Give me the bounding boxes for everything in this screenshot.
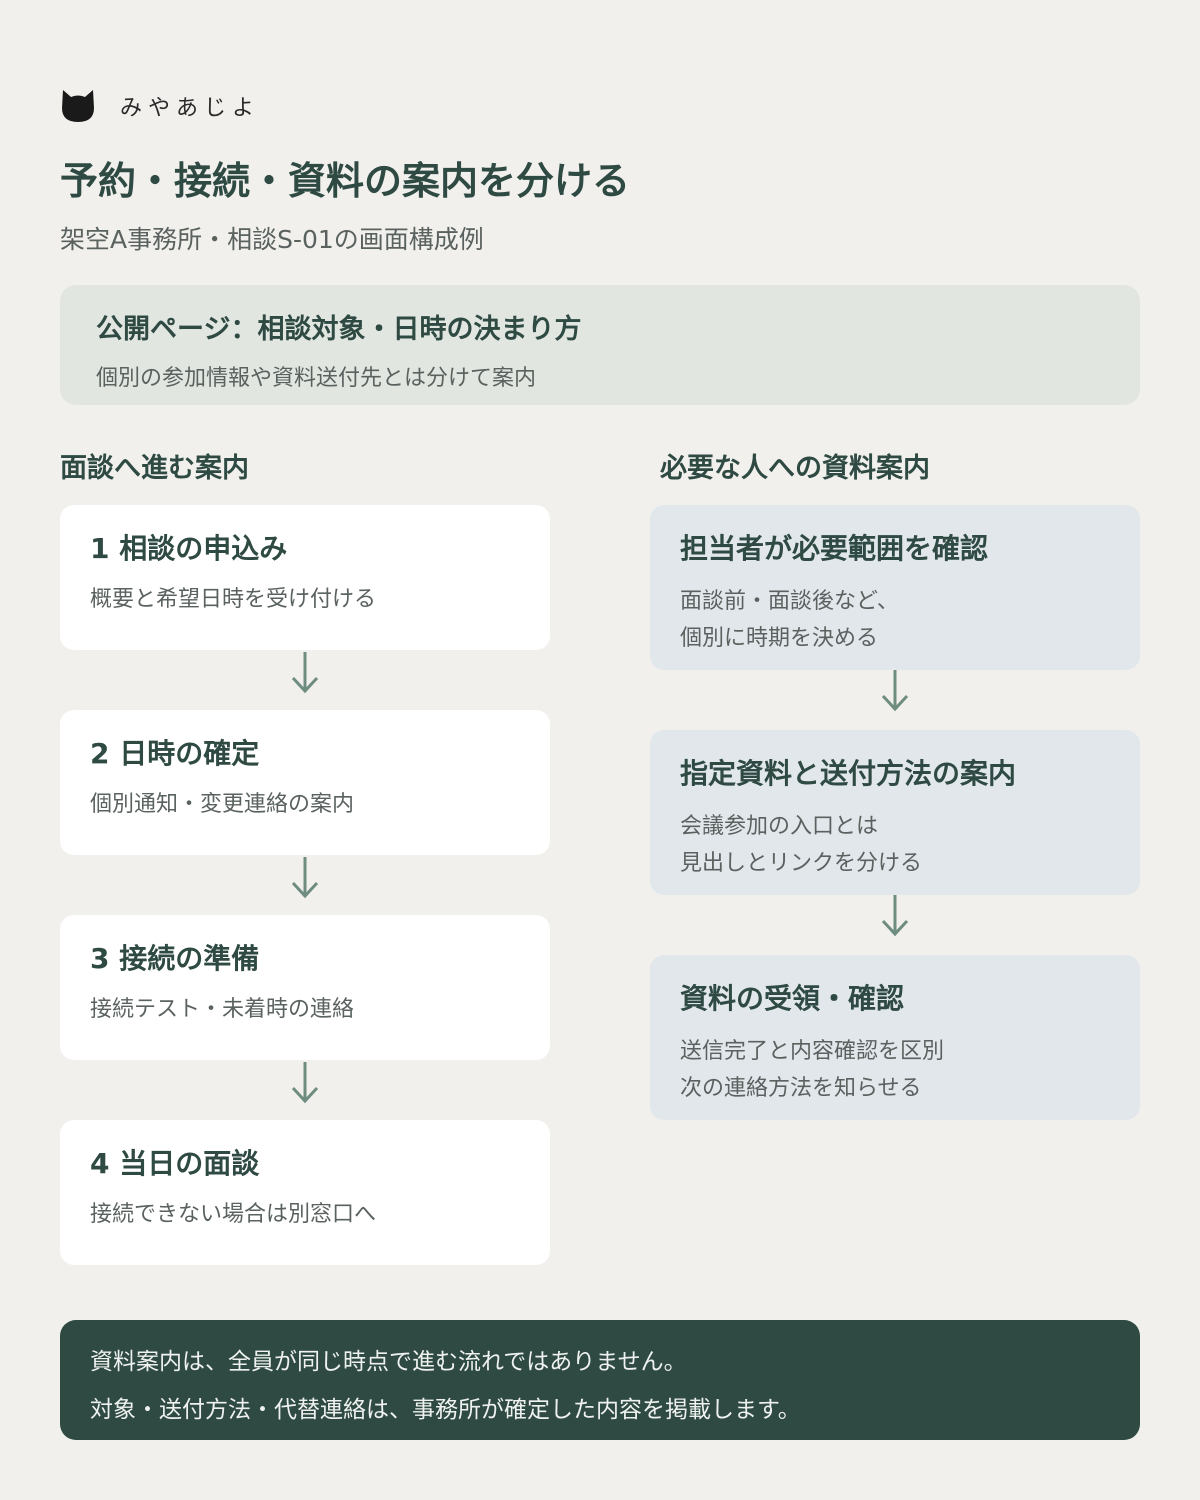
left-step-card: 4 当日の面談 接続できない場合は別窓口へ (60, 1120, 550, 1265)
right-step-card: 指定資料と送付方法の案内 会議参加の入口とは 見出しとリンクを分ける (650, 730, 1140, 895)
step-title: 指定資料と送付方法の案内 (680, 757, 1017, 790)
arrow-down-icon (291, 652, 319, 694)
step-description: 面談前・面談後など、 個別に時期を決める (680, 583, 1110, 657)
brand-name: みやあじよ (120, 96, 261, 121)
step-title: 4 当日の面談 (90, 1147, 260, 1180)
step-title: 1 相談の申込み (90, 532, 288, 565)
page-title: 予約・接続・資料の案内を分ける (60, 159, 631, 203)
page-subtitle: 架空A事務所・相談S-01の画面構成例 (60, 225, 484, 254)
step-description-line: 個別に時期を決める (680, 626, 879, 651)
step-description: 個別通知・変更連絡の案内 (90, 792, 355, 817)
right-step-card: 担当者が必要範囲を確認 面談前・面談後など、 個別に時期を決める (650, 505, 1140, 670)
step-description: 概要と希望日時を受け付ける (90, 587, 377, 612)
step-title: 2 日時の確定 (90, 737, 260, 770)
brand: みやあじよ (60, 88, 260, 124)
right-column-heading: 必要な人への資料案内 (660, 453, 930, 484)
step-title: 3 接続の準備 (90, 942, 260, 975)
step-description: 接続できない場合は別窓口へ (90, 1202, 377, 1227)
left-step-card: 2 日時の確定 個別通知・変更連絡の案内 (60, 710, 550, 855)
arrow-down-icon (881, 670, 909, 712)
note-box: 資料案内は、全員が同じ時点で進む流れではありません。 対象・送付方法・代替連絡は… (60, 1320, 1140, 1440)
right-step-card: 資料の受領・確認 送信完了と内容確認を区別 次の連絡方法を知らせる (650, 955, 1140, 1120)
step-description-line: 次の連絡方法を知らせる (680, 1076, 922, 1101)
public-page-title: 公開ページ：相談対象・日時の決まり方 (96, 314, 582, 345)
step-title: 資料の受領・確認 (680, 982, 905, 1015)
left-step-card: 3 接続の準備 接続テスト・未着時の連絡 (60, 915, 550, 1060)
step-description: 接続テスト・未着時の連絡 (90, 997, 355, 1022)
step-description: 会議参加の入口とは 見出しとリンクを分ける (680, 808, 1110, 882)
step-description-line: 送信完了と内容確認を区別 (680, 1039, 945, 1064)
arrow-down-icon (881, 895, 909, 937)
left-step-card: 1 相談の申込み 概要と希望日時を受け付ける (60, 505, 550, 650)
left-column-heading: 面談へ進む案内 (60, 453, 249, 484)
public-page-box: 公開ページ：相談対象・日時の決まり方 個別の参加情報や資料送付先とは分けて案内 (60, 285, 1140, 405)
step-description: 送信完了と内容確認を区別 次の連絡方法を知らせる (680, 1033, 1110, 1107)
step-title: 担当者が必要範囲を確認 (680, 532, 989, 565)
public-page-description: 個別の参加情報や資料送付先とは分けて案内 (96, 366, 537, 391)
arrow-down-icon (291, 857, 319, 899)
note-line: 対象・送付方法・代替連絡は、事務所が確定した内容を掲載します。 (90, 1397, 801, 1423)
cat-icon (62, 90, 94, 122)
step-description-line: 面談前・面談後など、 (680, 589, 899, 614)
step-description-line: 会議参加の入口とは (680, 814, 879, 839)
arrow-down-icon (291, 1062, 319, 1104)
step-description-line: 見出しとリンクを分ける (680, 851, 923, 876)
note-line: 資料案内は、全員が同じ時点で進む流れではありません。 (90, 1349, 687, 1375)
